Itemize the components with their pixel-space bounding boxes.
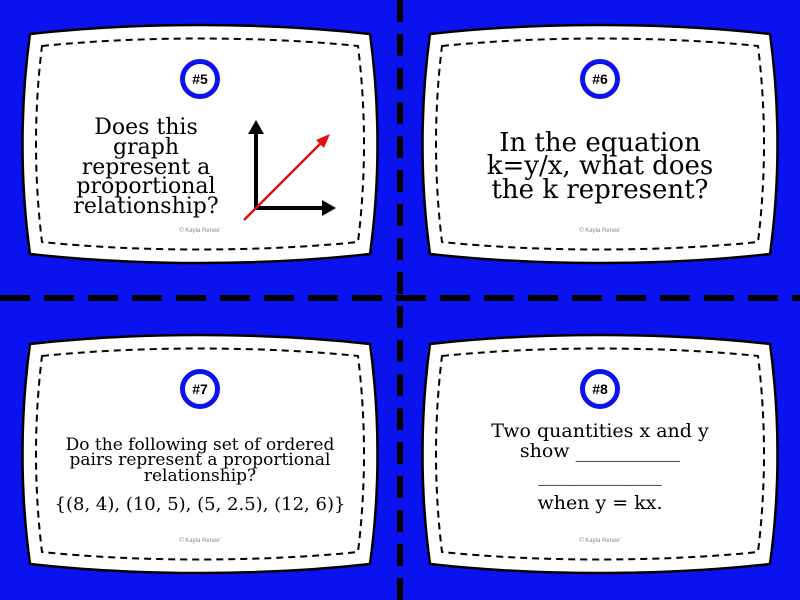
task-card-6[interactable]: #6 In the equation k=y/x, what does the …	[416, 16, 784, 272]
task-card-8[interactable]: #8 Two quantities x and y show _________…	[416, 326, 784, 582]
card-question: In the equation k=y/x, what does the k r…	[446, 128, 754, 205]
copyright-text: © Kayla Renee'	[579, 538, 621, 544]
question-line: the k represent?	[491, 174, 709, 205]
question-line: show ___________	[519, 439, 681, 462]
card-frame	[421, 23, 779, 265]
card-number-badge: #6	[580, 59, 620, 99]
card-frame	[21, 333, 379, 575]
card-question: Does this graph represent a proportional…	[56, 115, 236, 220]
question-line: when y = kx.	[537, 491, 663, 514]
question-line: pairs represent a proportional	[69, 450, 331, 471]
question-line: represent a	[81, 154, 211, 180]
horizontal-cut-line	[0, 295, 800, 301]
question-line: In the equation	[499, 128, 701, 158]
card-number-badge: #5	[180, 59, 220, 99]
question-line: proportional	[76, 174, 216, 200]
question-line: k=y/x, what does	[486, 151, 714, 182]
card-frame	[21, 23, 379, 265]
blank-line: _____________	[538, 463, 662, 486]
question-line: graph	[113, 134, 179, 160]
task-card-5[interactable]: #5 Does this graph represent a proportio…	[16, 16, 384, 272]
coordinate-graph-icon	[243, 120, 336, 221]
question-line: Does this	[94, 115, 198, 140]
copyright-text: © Kayla Renee'	[179, 228, 221, 234]
question-line: relationship?	[143, 465, 257, 486]
question-line: relationship?	[73, 194, 219, 220]
card-frame	[421, 333, 779, 575]
card-number-badge: #8	[580, 369, 620, 409]
question-line: Do the following set of ordered	[65, 435, 335, 455]
copyright-text: © Kayla Renee'	[179, 538, 221, 544]
card-question: Two quantities x and y show ___________ …	[446, 420, 754, 514]
card-question: Do the following set of ordered pairs re…	[42, 435, 358, 486]
card-number-badge: #7	[180, 369, 220, 409]
task-card-7[interactable]: #7 Do the following set of ordered pairs…	[16, 326, 384, 582]
copyright-text: © Kayla Renee'	[579, 228, 621, 234]
ordered-pairs-set: {(8, 4), (10, 5), (5, 2.5), (12, 6)}	[54, 494, 346, 515]
question-line: Two quantities x and y	[491, 420, 709, 442]
